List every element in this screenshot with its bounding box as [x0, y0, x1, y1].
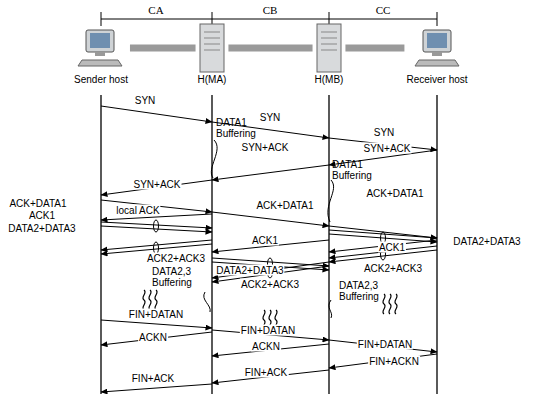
- network-link: [345, 45, 404, 52]
- message-arrow: [212, 165, 329, 180]
- message-label: DATA2+DATA3: [7, 223, 76, 234]
- message-label: ACKN: [251, 341, 281, 352]
- message-label: SYN: [259, 112, 282, 123]
- host-label: H(MA): [196, 74, 229, 85]
- message-label: SYN+ACK: [241, 142, 290, 153]
- message-arrow: [329, 240, 437, 252]
- message-label: DATA1 Buffering: [331, 159, 381, 181]
- message-arrow: [329, 354, 437, 368]
- message-arrow: [212, 262, 329, 278]
- message-label: FIN+DATAN: [240, 325, 296, 336]
- message-arrow: [101, 320, 212, 328]
- message-label: ACK2+ACK3: [240, 279, 300, 290]
- message-label: DATA2,3 Buffering: [151, 266, 205, 288]
- message-label: ACK2+ACK3: [146, 253, 206, 264]
- message-label: CB: [262, 5, 279, 16]
- message-label: ACK1: [251, 235, 279, 246]
- message-arrow: [101, 384, 212, 392]
- message-arrow: [329, 230, 437, 238]
- message-arrow: [101, 106, 212, 122]
- message-label: ACK2+ACK3: [363, 263, 423, 274]
- message-label: FIN+ACK: [131, 373, 176, 384]
- message-arrow: [212, 212, 329, 226]
- network-link: [130, 45, 196, 52]
- host-label: Receiver host: [404, 74, 469, 85]
- message-label: SYN+ACK: [363, 143, 412, 154]
- message-label: FIN+DATAN: [128, 309, 184, 320]
- message-label: DATA2,3 Buffering: [338, 280, 392, 302]
- message-label: DATA2+DATA3: [452, 236, 521, 247]
- host-node: H(MA): [196, 24, 229, 85]
- message-arrow: [101, 332, 212, 345]
- message-label: ACK+DATA1: [255, 200, 314, 211]
- message-label: SYN: [134, 95, 157, 106]
- lifeline: [101, 95, 437, 394]
- message-label: ACKN: [138, 332, 168, 343]
- message-label: ACK1: [378, 242, 406, 253]
- message-label: ACK+DATA1: [365, 188, 424, 199]
- message-label: SYN+ACK: [133, 179, 182, 190]
- host-node: Sender host: [72, 24, 130, 85]
- message-arrow: [101, 226, 212, 232]
- host-icons: [78, 24, 459, 72]
- message-label: FIN+ACK: [244, 367, 289, 378]
- message-label: DATA1 Buffering: [215, 117, 265, 139]
- message-label: CA: [147, 5, 164, 16]
- network-link: [228, 45, 312, 52]
- host-node: Receiver host: [404, 24, 469, 85]
- host-node: H(MB): [313, 24, 346, 85]
- message-label: FIN+DATAN: [357, 339, 413, 350]
- host-label: H(MB): [313, 74, 346, 85]
- host-label: Sender host: [72, 74, 130, 85]
- message-arrows: [101, 106, 437, 392]
- message-label: FIN+ACKN: [368, 356, 420, 367]
- message-label: SYN: [373, 127, 396, 138]
- message-label: ACK1: [28, 210, 56, 221]
- message-label: DATA2+DATA3: [215, 265, 284, 276]
- pair-loop: [154, 220, 159, 232]
- message-label: ACK+DATA1: [8, 198, 67, 209]
- leader-line: [204, 140, 334, 318]
- message-label: CC: [375, 5, 392, 16]
- message-label: local ACK: [115, 205, 160, 216]
